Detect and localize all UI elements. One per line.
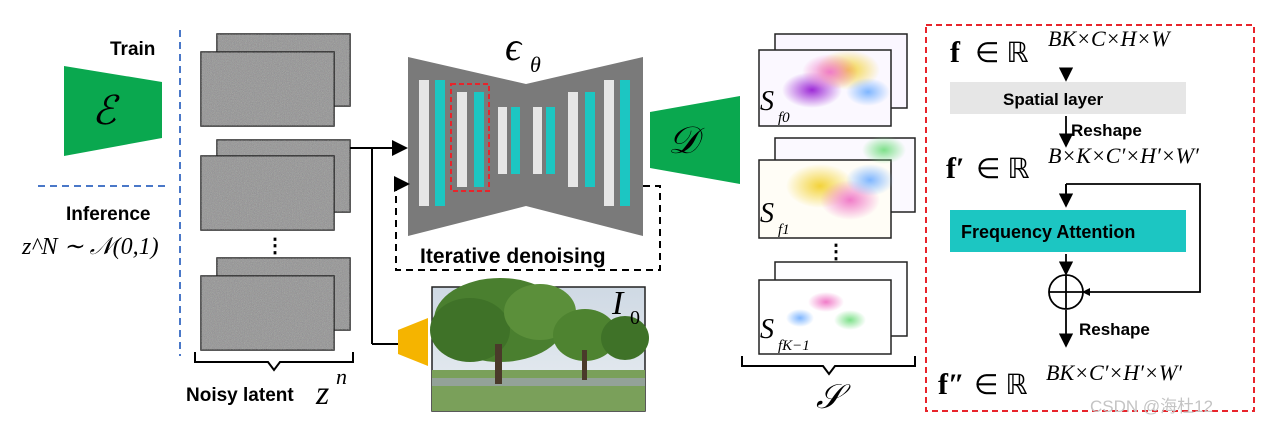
unet-denoiser: ϵ θ Iterative denoising <box>394 24 661 271</box>
f-dims: BK×C×H×W <box>1048 26 1171 51</box>
reshape-label-2: Reshape <box>1079 320 1150 339</box>
latent-brace <box>194 352 354 372</box>
spectral-sub-f0: f0 <box>778 110 790 126</box>
module-frame <box>925 24 1255 412</box>
reshape-label-1: Reshape <box>1071 121 1142 140</box>
conditioning: I 0 <box>398 278 649 412</box>
spectral-label-fk: S <box>760 314 774 345</box>
spectral-brace <box>741 356 916 376</box>
spectral-sub-f1: f1 <box>778 222 790 238</box>
spectral-sub-fk: fK−1 <box>778 338 810 354</box>
spectral-volume: S f0 S f1 ⋮ S fK−1 𝒮 <box>741 33 916 416</box>
spatial-layer-label: Spatial layer <box>1003 90 1104 109</box>
spectral-frame-f0 <box>758 33 908 127</box>
unet-bars <box>419 80 630 206</box>
f-var: f <box>950 36 961 69</box>
f-dprime-dims: BK×C′×H′×W′ <box>1046 360 1183 385</box>
latent-ellipsis: ⋮ <box>265 235 285 257</box>
f-dprime-var: f″ <box>938 368 965 401</box>
unet-symbol-sub: θ <box>530 52 541 77</box>
spectral-caption: 𝒮 <box>816 379 851 416</box>
latent-caption: Noisy latent <box>186 385 294 406</box>
encoder-block <box>64 66 162 156</box>
image-label-sub: 0 <box>630 307 640 329</box>
decoder: 𝒟 <box>650 96 740 184</box>
watermark: CSDN @海杜12 <box>1090 397 1213 416</box>
decoder-block <box>650 96 740 184</box>
noise-tile-front-3 <box>200 275 335 351</box>
encoder-symbol: ℰ <box>92 88 120 133</box>
frequency-attention-box <box>950 210 1186 252</box>
noise-tile-front-1 <box>200 51 335 127</box>
f-prime-rel: ∈ ℝ <box>976 154 1030 185</box>
latent-caption-sup: n <box>336 364 347 389</box>
unet-symbol: ϵ <box>505 24 523 69</box>
inference-label: Inference <box>66 204 150 225</box>
spectral-label-f0: S <box>760 86 774 117</box>
frequency-block-highlight <box>450 83 490 192</box>
inference-formula: z^N ∼ 𝒩(0,1) <box>21 234 159 260</box>
frequency-module-panel: f ∈ ℝ BK×C×H×W Spatial layer Reshape f′ … <box>925 24 1255 412</box>
tree-photo <box>430 278 649 412</box>
unet-loop-label: Iterative denoising <box>420 245 606 268</box>
noise-tile-front-2 <box>200 155 335 231</box>
spectral-ellipsis: ⋮ <box>826 241 846 263</box>
f-prime-dims: B×K×C′×H′×W′ <box>1048 143 1200 168</box>
spectral-frame-fk <box>758 261 908 355</box>
f-prime-var: f′ <box>946 152 964 185</box>
spatial-layer-box <box>950 82 1186 114</box>
train-label: Train <box>110 39 155 60</box>
latent-connectors <box>350 140 408 345</box>
iterative-loop <box>394 176 661 271</box>
image-encoder-block <box>398 318 428 366</box>
noisy-latent-stack: ⋮ Noisy latent z n <box>186 33 354 412</box>
spectral-frame-f1 <box>758 136 916 239</box>
frequency-attention-label: Frequency Attention <box>961 222 1135 242</box>
f-dprime-rel: ∈ ℝ <box>974 370 1028 401</box>
f-rel: ∈ ℝ <box>975 38 1029 69</box>
image-label: I <box>611 285 625 322</box>
spectral-label-f1: S <box>760 198 774 229</box>
add-operator-icon <box>1048 274 1084 310</box>
left-panel: Train ℰ Inference z^N ∼ 𝒩(0,1) <box>21 30 181 356</box>
latent-caption-symbol: z <box>315 375 329 412</box>
